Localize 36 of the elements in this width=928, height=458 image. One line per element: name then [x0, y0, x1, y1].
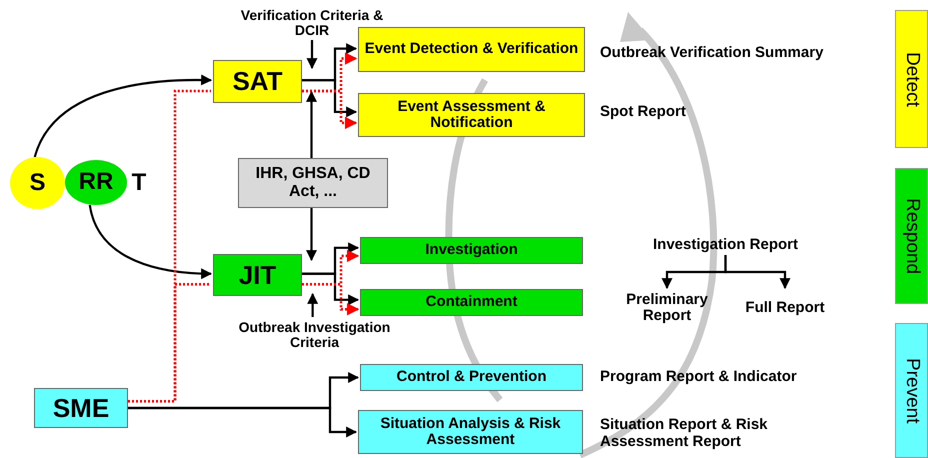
arrow [306, 40, 318, 70]
arrow [302, 283, 360, 316]
team-box: JIT [213, 254, 302, 296]
report-label: Preliminary Report [612, 290, 722, 326]
process-box: Situation Analysis & Risk Assessment [358, 410, 583, 454]
letter-ellipse: RR [65, 160, 127, 205]
report-label: Investigation Report [628, 235, 823, 255]
arrow [128, 406, 358, 438]
arrow [34, 74, 212, 158]
phase-band: Respond [895, 168, 928, 304]
output-label: Situation Report & Risk Assessment Report [600, 417, 769, 450]
process-box: Event Assessment & Notification [358, 93, 585, 137]
arrow [724, 255, 790, 290]
phase-band: Prevent [895, 323, 928, 458]
arrow [88, 204, 212, 280]
letter-circle: S [10, 157, 65, 209]
arrow [302, 90, 358, 130]
team-box: SME [34, 388, 128, 428]
output-label: Outbreak Verification Summary [600, 45, 824, 62]
arrow [302, 79, 358, 118]
output-label: Spot Report [600, 104, 686, 120]
process-box: Event Detection & Verification [358, 27, 585, 72]
report-label: Full Report [745, 290, 825, 326]
process-box: Control & Prevention [360, 364, 583, 391]
arrow [306, 208, 317, 262]
phase-band: Detect [895, 10, 928, 148]
process-box: Investigation [360, 237, 583, 264]
output-label: Program Report & Indicator [600, 369, 797, 386]
arrow [306, 90, 317, 158]
arrow [302, 272, 360, 306]
process-box: Containment [360, 289, 583, 316]
criteria-label: Outbreak Investigation Criteria [222, 317, 407, 353]
letter-label: T [127, 168, 151, 198]
reference-box: IHR, GHSA, CD Act, ... [238, 158, 388, 208]
arrow [307, 292, 318, 317]
team-box: SAT [213, 60, 302, 103]
